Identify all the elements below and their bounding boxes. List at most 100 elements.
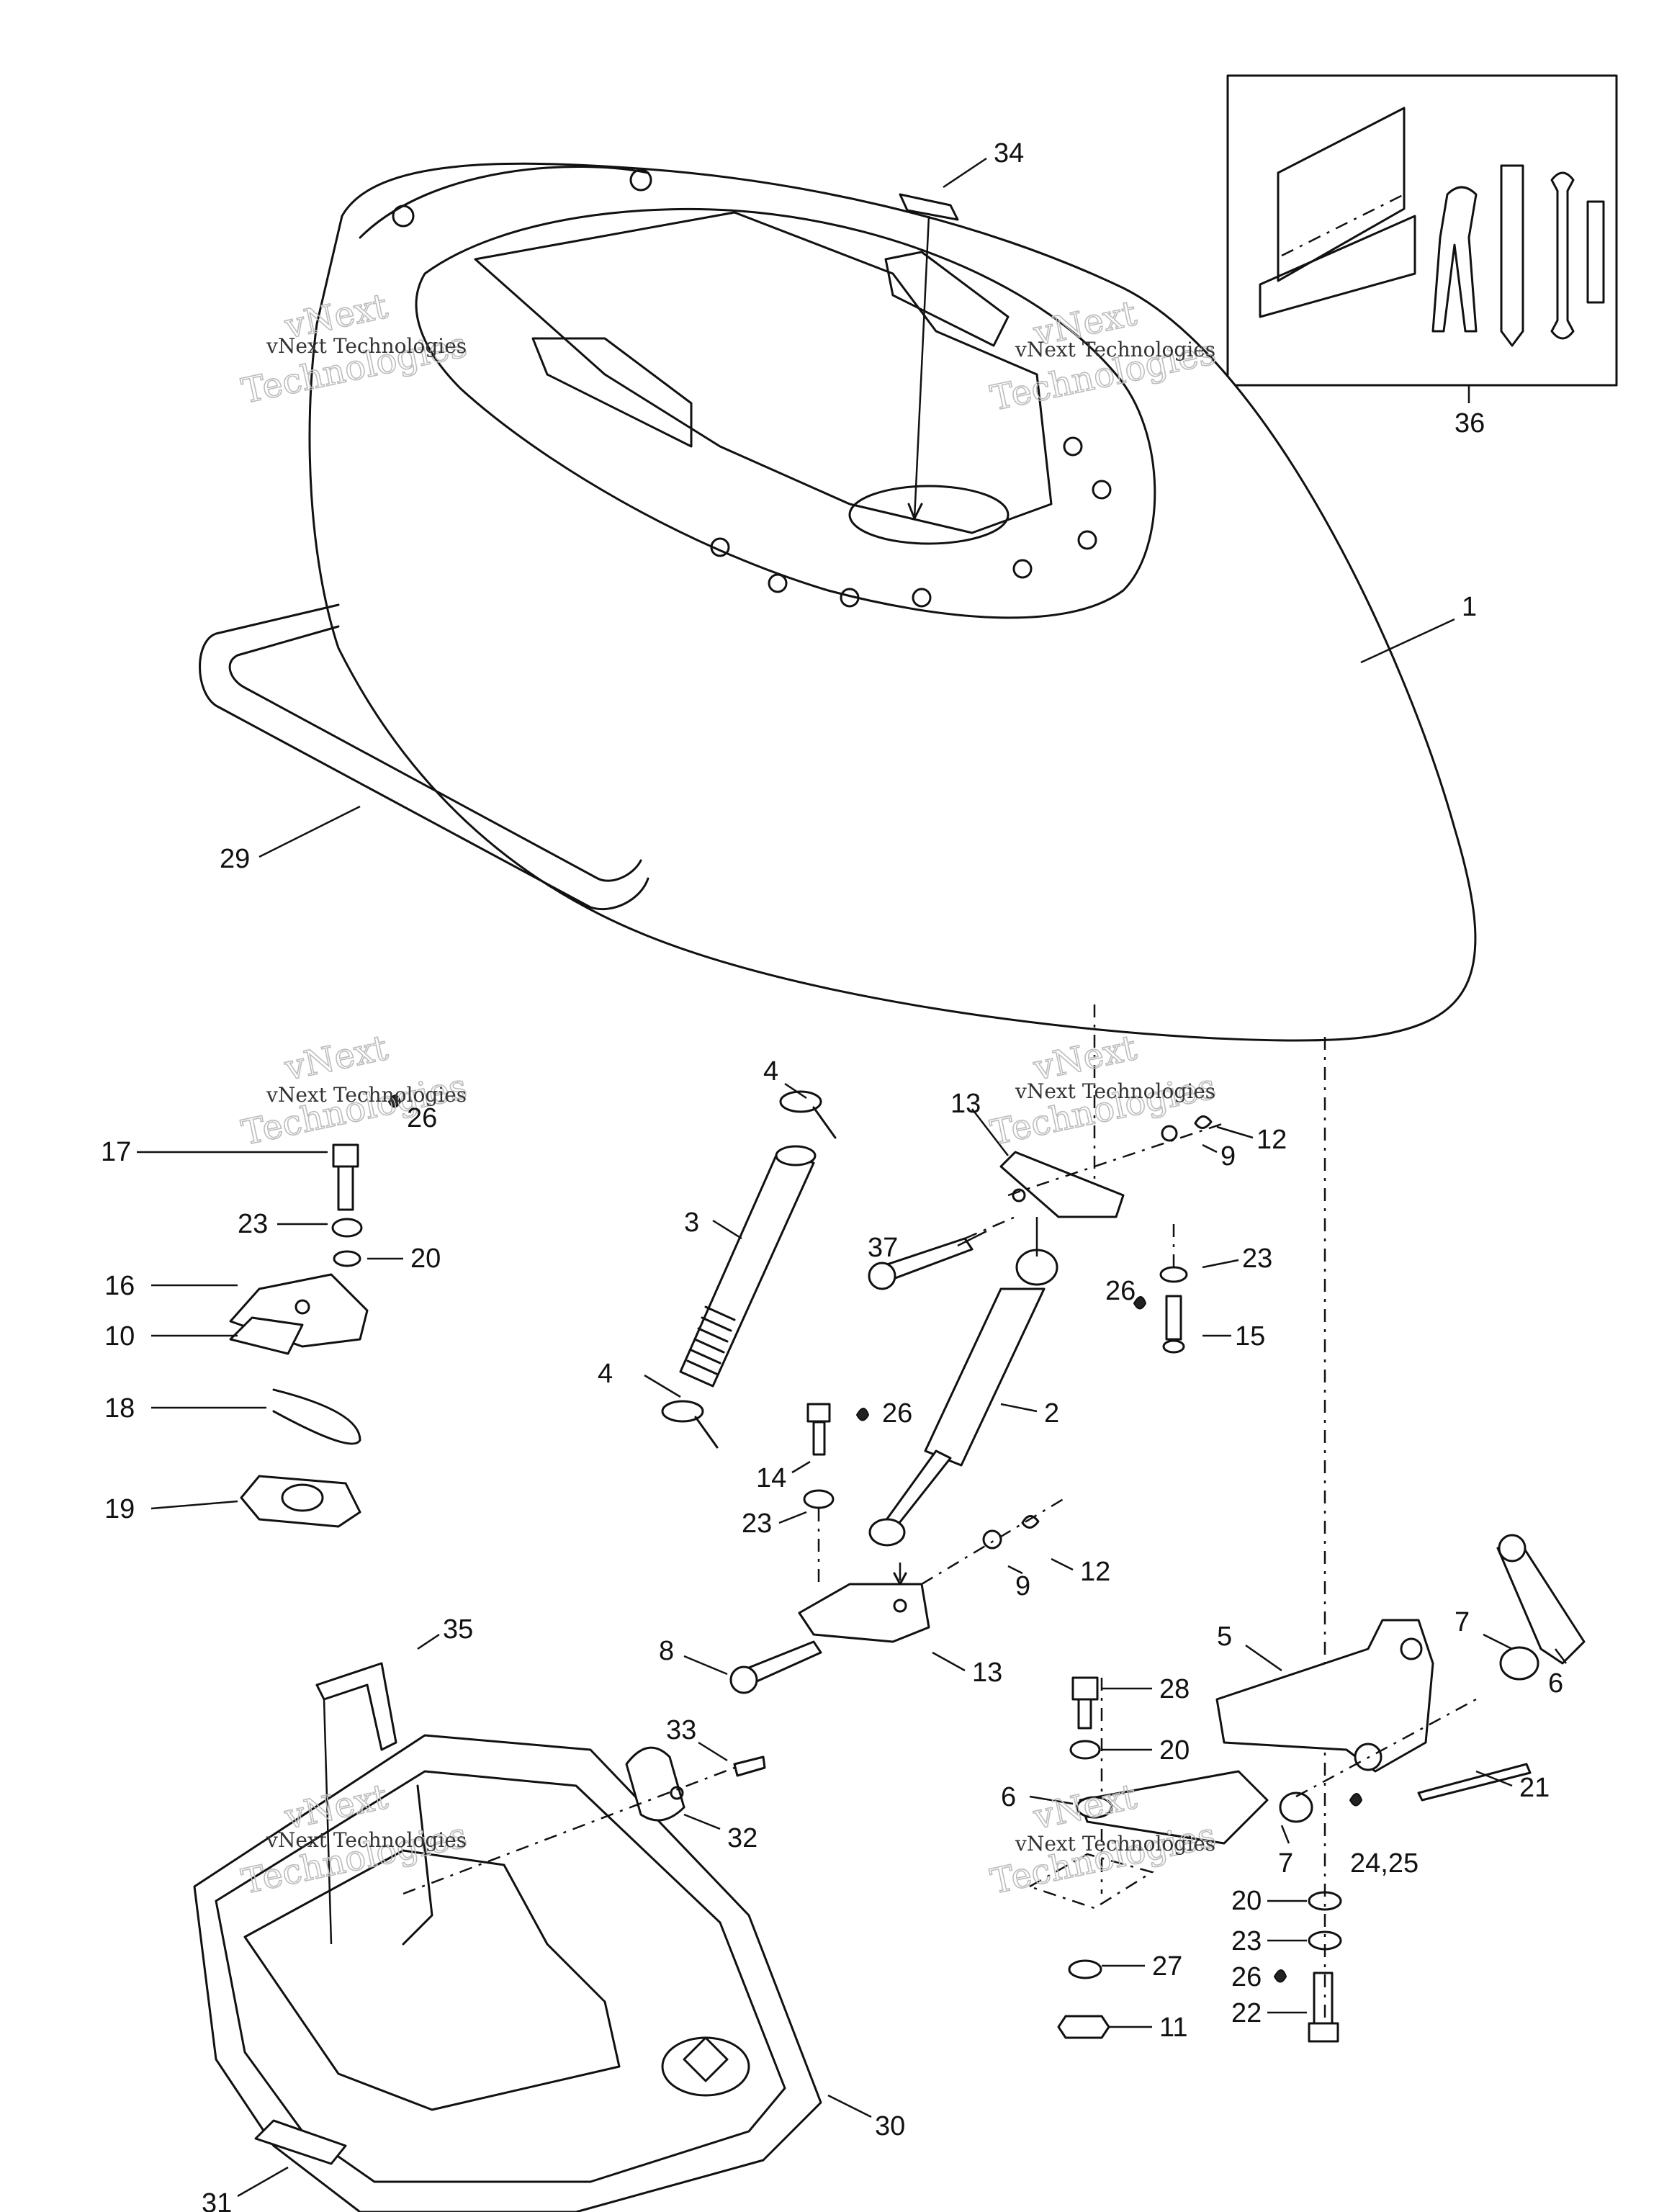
- hull-strip-outer: [199, 603, 649, 911]
- callout-4a: 4: [763, 1056, 778, 1087]
- callout-2: 2: [1044, 1398, 1059, 1429]
- washer-23a: [331, 1218, 363, 1238]
- cover-left-vent: [531, 337, 693, 448]
- callout-18: 18: [104, 1393, 135, 1424]
- gas-spring: [868, 1249, 1058, 1547]
- svg-text:vNext Technologies: vNext Technologies: [1015, 1079, 1215, 1103]
- storage-cover: [308, 162, 1477, 1042]
- hinge-arm-5: [1215, 1619, 1434, 1773]
- latch-hook-10: [229, 1316, 304, 1355]
- rivet-33: [733, 1755, 766, 1777]
- washer-20c: [1308, 1891, 1342, 1911]
- callout-11: 11: [1159, 2013, 1187, 2043]
- callout-23c: 23: [742, 1509, 772, 1539]
- callout-20b: 20: [1159, 1735, 1190, 1766]
- hook-32: [625, 1746, 685, 1822]
- bolt-28: [1071, 1676, 1099, 1701]
- callout-15: 15: [1235, 1321, 1265, 1352]
- callout-30: 30: [875, 2111, 905, 2141]
- callout-20c: 20: [1231, 1886, 1262, 1916]
- callout-7b: 7: [1278, 1848, 1293, 1879]
- watermark-mid-right: vNext Technologies vNext Technologies: [986, 1027, 1220, 1154]
- callout-3: 3: [684, 1208, 699, 1238]
- tool-bag-flap: [1277, 107, 1406, 282]
- callout-34: 34: [994, 138, 1024, 168]
- callout-26a: 26: [407, 1103, 437, 1133]
- watermark-mid-left: vNext Technologies vNext Technologies: [238, 1027, 471, 1154]
- clip-34: [899, 193, 959, 221]
- hull-strip: [199, 603, 649, 911]
- nut-11: [1057, 2015, 1110, 2039]
- callout-27: 27: [1152, 1951, 1182, 1982]
- hose-clamp-4b: [661, 1400, 704, 1423]
- strip-31: [254, 2119, 347, 2165]
- gas-spring-cylinder: [924, 1287, 1046, 1467]
- callout-16: 16: [104, 1271, 135, 1301]
- callout-26b: 26: [1105, 1276, 1136, 1306]
- bushing-7a: [1499, 1646, 1539, 1681]
- screw-14-head: [806, 1403, 831, 1423]
- screw-15: [1165, 1295, 1182, 1341]
- callout-12a: 12: [1256, 1125, 1287, 1155]
- cover-recess-rim: [415, 207, 1156, 619]
- screwdriver-icon: [1500, 164, 1524, 347]
- callout-4b: 4: [598, 1359, 613, 1389]
- loctite-drop-icon: [855, 1408, 870, 1421]
- callout-23a: 23: [238, 1209, 268, 1239]
- washer-23b: [1159, 1266, 1188, 1283]
- callout-33: 33: [666, 1715, 696, 1745]
- storage-bin: [193, 1734, 822, 2212]
- callout-31: 31: [202, 2188, 232, 2212]
- callout-23b: 23: [1242, 1244, 1272, 1274]
- bin-inner-rim: [215, 1770, 786, 2183]
- bin-outer: [193, 1734, 822, 2212]
- lock-ring-12a: [1194, 1115, 1213, 1129]
- callout-8: 8: [659, 1636, 674, 1666]
- bushing-7b: [1279, 1791, 1313, 1823]
- svg-text:vNext Technologies: vNext Technologies: [266, 334, 467, 358]
- svg-text:vNext Technologies: vNext Technologies: [1015, 338, 1215, 361]
- washer-23c: [803, 1489, 835, 1509]
- callout-9a: 9: [1220, 1141, 1236, 1172]
- svg-text:vNext Technologies: vNext Technologies: [266, 1828, 467, 1852]
- hinge-assembly: [1027, 1534, 1586, 1910]
- svg-text:vNext Technologies: vNext Technologies: [266, 1083, 467, 1107]
- lower-bracket: [798, 1583, 930, 1643]
- grease-drop-icon: [1349, 1793, 1363, 1807]
- callout-9b: 9: [1015, 1571, 1030, 1601]
- callout-24: 24,25: [1350, 1848, 1419, 1879]
- washer-9b: [982, 1529, 1002, 1550]
- strap-35: [315, 1662, 397, 1751]
- svg-text:Technologies: Technologies: [987, 1815, 1219, 1902]
- callout-22: 22: [1231, 1998, 1262, 2028]
- callout-23d: 23: [1231, 1926, 1262, 1956]
- washer-9a: [1161, 1125, 1178, 1142]
- hull-strip-inner: [228, 625, 642, 882]
- bolt-17: [337, 1165, 354, 1211]
- latch-assembly: [229, 1094, 402, 1528]
- callout-6a: 6: [1001, 1782, 1016, 1812]
- callout-12b: 12: [1080, 1557, 1110, 1587]
- support-rod: [661, 1090, 837, 1449]
- cover-right-vent: [884, 251, 1010, 347]
- callout-26d: 26: [1231, 1962, 1262, 1992]
- tool-kit-inset: [1226, 74, 1618, 403]
- callout-37: 37: [868, 1233, 898, 1263]
- callout-35: 35: [443, 1614, 473, 1645]
- gas-spring-rod: [884, 1449, 952, 1528]
- callout-10: 10: [104, 1321, 135, 1352]
- upper-bracket: [999, 1151, 1125, 1218]
- callout-13a: 13: [950, 1089, 981, 1119]
- callout-28: 28: [1159, 1674, 1190, 1704]
- callout-labels: 34 36 1 29 4 17 26 23 20 16 10 18 19 3 4…: [101, 138, 1563, 2212]
- callout-21: 21: [1519, 1773, 1550, 1803]
- hinge-arm-6a: [1079, 1770, 1269, 1845]
- loctite-drop-icon: [387, 1094, 402, 1108]
- callout-5: 5: [1217, 1622, 1232, 1652]
- hose-clamp-4a: [779, 1090, 822, 1113]
- cover-inner-recess: [474, 211, 1053, 534]
- callout-26c: 26: [882, 1398, 912, 1429]
- svg-text:vNext Technologies: vNext Technologies: [1015, 1832, 1215, 1856]
- bin-compartment: [243, 1849, 621, 2111]
